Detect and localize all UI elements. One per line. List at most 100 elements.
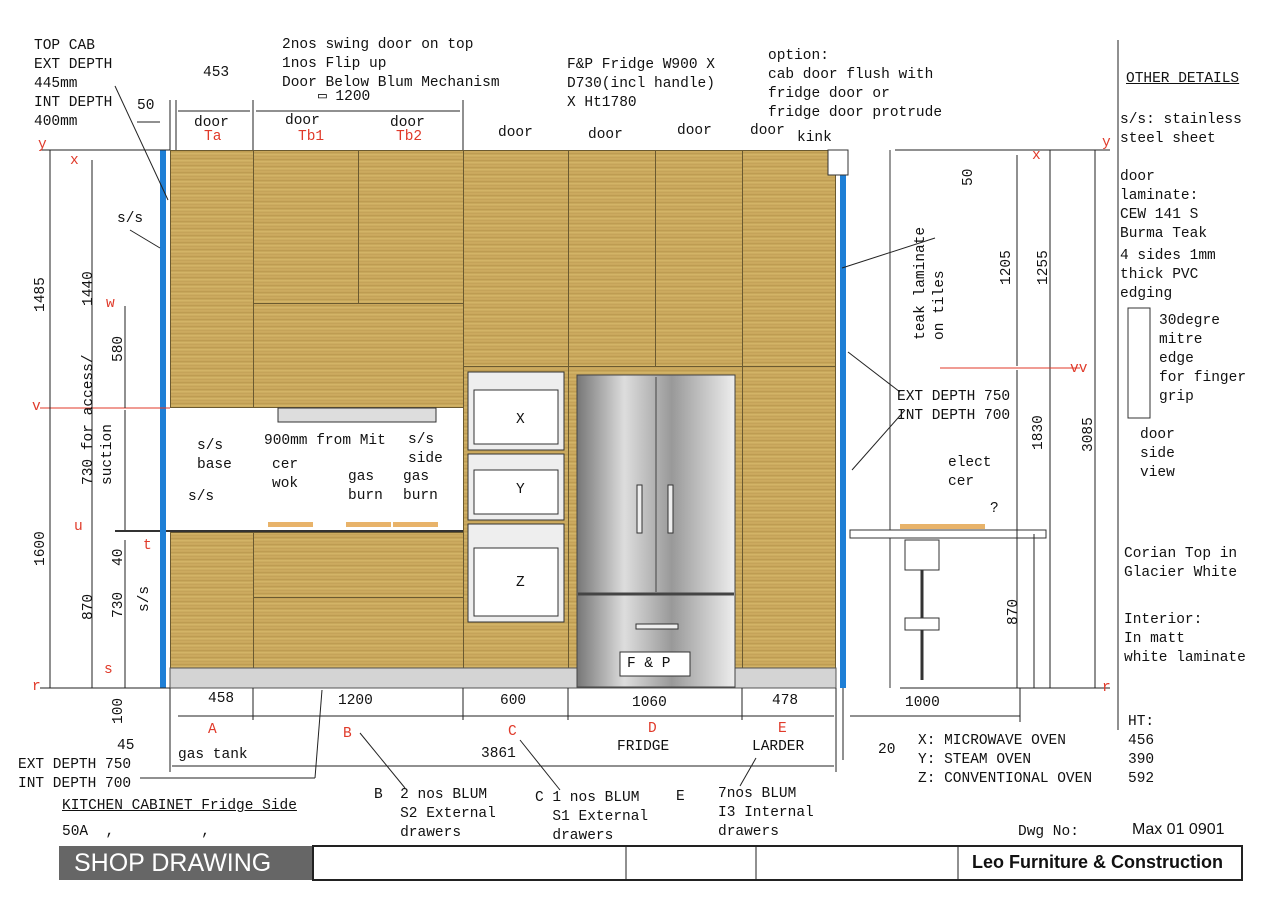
dim-1255: 1255 [1036,250,1052,285]
marker-y-right: y [1102,135,1111,151]
section-d: D [648,721,657,737]
door-side-view [1127,307,1151,419]
marker-t: t [143,538,152,554]
dim-3085: 3085 [1081,417,1097,452]
section-e: E [778,721,787,737]
marker-u: u [74,519,83,535]
top-cab-note: TOP CAB EXT DEPTH 445mm INT DEPTH 400mm [34,38,113,130]
b-note: B 2 nos BLUM S2 External drawers [374,787,496,841]
company-name: Leo Furniture & Construction [972,852,1223,872]
dim-580: 580 [111,335,127,362]
dim-45: 45 [117,738,135,754]
dim-600: 600 [500,693,527,709]
base-cab-a [170,532,254,669]
marker-v: v [32,399,41,415]
corian-note: Corian Top in Glacier White [1124,546,1238,581]
dim-1830: 1830 [1031,415,1047,450]
e-note: E [676,789,685,805]
dim-50-right: 50 [961,168,977,186]
dim-1600: 1600 [33,531,49,566]
dim-1060: 1060 [632,695,667,711]
dim-3861: 3861 [481,746,516,762]
marker-r-right: r [1102,680,1111,696]
dim-458: 458 [208,691,235,707]
section-b: B [343,726,352,742]
kink: kink [797,130,832,146]
label-z-oven: Z [516,575,525,591]
label-fp: F & P [627,656,671,672]
flip-up-door [253,303,464,408]
door-tb2: door [390,115,425,131]
code-note: 50A , , [62,824,210,840]
door-3: door [677,123,712,139]
ss-label-2: s/s [188,489,215,505]
tall-cab-top [463,150,569,368]
marker-vv: vv [1070,361,1088,377]
dim-870-right: 870 [1006,598,1022,625]
other-details-title: OTHER DETAILS [1126,71,1240,87]
teak-note: teak laminate on tiles [913,226,948,340]
larder-label: LARDER [752,739,805,755]
section-c: C [508,724,517,740]
dim-20: 20 [878,742,896,758]
fridge-label: FRIDGE [617,739,670,755]
marker-w: w [106,296,115,312]
stainless-strip-left [160,150,166,688]
dim-730: 730 [111,591,127,618]
ss-label-3: s/s [137,585,153,612]
gas-burn-2: gas burn [403,469,438,504]
marker-r: r [32,679,41,695]
fridge-spec: F&P Fridge W900 X D730(incl handle) X Ht… [567,57,715,111]
gas-tank-label: gas tank [178,747,248,763]
section-a: A [208,722,217,738]
label-tb1: Tb1 [298,129,325,145]
appliance-heights: HT: 456 390 592 [1128,714,1155,787]
ext-int-right: EXT DEPTH 750 INT DEPTH 700 [897,389,1011,424]
side-counter [849,529,1047,539]
mitre-note: 30degre mitre edge for finger grip [1159,313,1247,405]
appliance-legend: X: MICROWAVE OVEN Y: STEAM OVEN Z: CONVE… [918,733,1093,787]
swing-door-note: 2nos swing door on top 1nos Flip up Door… [282,37,500,91]
label-y-steam: Y [516,482,525,498]
dim-40: 40 [111,548,127,566]
dim-1200: 1200 [338,693,373,709]
laminate-note: door laminate: CEW 141 S Burma Teak [1120,169,1208,242]
ss-label: s/s [117,211,144,227]
dim-478: 478 [772,693,799,709]
c-note: C 1 nos BLUM S1 External drawers [535,790,649,844]
dwg-no: Max 01 0901 [1132,821,1225,838]
stainless-strip-right [840,175,846,688]
dim-50: 50 [137,98,155,114]
dwg-no-label: Dwg No: [1018,824,1079,840]
dim-1440: 1440 [81,271,97,306]
base-drawer-b1 [253,532,464,598]
dim-1485: 1485 [33,277,49,312]
cer-wok-label: cer wok [272,457,299,492]
door-4: door [750,123,785,139]
marker-x: x [70,153,79,169]
dim-1000: 1000 [905,695,940,711]
mit-note: 900mm from Mit [264,433,386,449]
option-note: option: cab door flush with fridge door … [768,48,943,121]
dim-453: 453 [203,65,230,81]
dim-100: 100 [111,697,127,724]
side-view-note: door side view [1140,427,1175,481]
marker-y: y [38,137,47,153]
door-tb1: door [285,113,320,129]
label-tb2: Tb2 [396,129,423,145]
label-x-microwave: X [516,412,525,428]
shop-drawing-title: SHOP DRAWING [74,849,272,877]
fridge-top-cab-1 [568,150,656,368]
door-ta: door [194,115,229,131]
dim-1205: 1205 [999,250,1015,285]
elect-cer: elect cer [948,455,992,490]
ext-int-left: EXT DEPTH 750 INT DEPTH 700 [18,757,132,792]
interior-note: Interior: In matt white laminate [1124,612,1246,666]
hood [277,407,437,423]
larder-top [742,150,836,367]
ss-definition: s/s: stainless steel sheet [1120,112,1242,147]
door-2: door [588,127,623,143]
marker-s: s [104,662,113,678]
